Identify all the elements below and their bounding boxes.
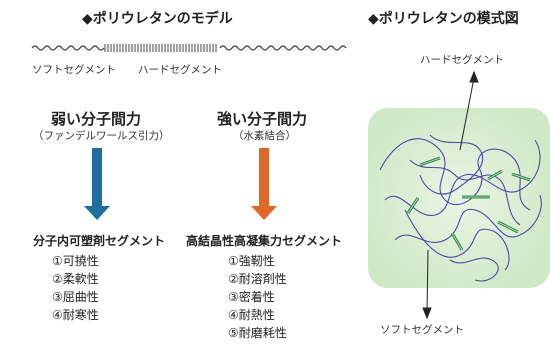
weak-segment-name: 分子内可塑剤セグメント bbox=[33, 234, 166, 248]
strong-force-subtitle: （水素結合） bbox=[233, 130, 296, 142]
soft-segment-callout: ソフトセグメント bbox=[380, 324, 464, 336]
property-item: ②柔軟性 bbox=[52, 272, 99, 286]
property-item: ④耐寒性 bbox=[52, 308, 99, 322]
weak-arrow bbox=[84, 148, 110, 220]
left-title: ◆ポリウレタンのモデル bbox=[82, 11, 233, 27]
property-item: ③密着性 bbox=[228, 290, 275, 304]
property-item: ①強靭性 bbox=[228, 254, 275, 268]
hard-segment-ticks bbox=[104, 44, 217, 52]
soft-segment-chains bbox=[379, 134, 542, 282]
chain-model-line bbox=[31, 45, 105, 51]
weak-force-subtitle: （ファンデルワールス引力） bbox=[33, 130, 170, 142]
property-item: ⑤耐磨耗性 bbox=[228, 326, 287, 340]
property-item: ③屈曲性 bbox=[52, 290, 99, 304]
weak-properties: ①可撓性 ②柔軟性 ③屈曲性 ④耐寒性 bbox=[52, 252, 99, 324]
property-item: ②耐溶剤性 bbox=[228, 272, 287, 286]
weak-force-title: 弱い分子間力 bbox=[51, 110, 142, 128]
soft-segment-label: ソフトセグメント bbox=[32, 64, 116, 76]
strong-properties: ①強靭性 ②耐溶剤性 ③密着性 ④耐熱性 ⑤耐磨耗性 bbox=[228, 252, 287, 342]
strong-arrow bbox=[251, 148, 277, 220]
hard-segment-label: ハードセグメント bbox=[138, 64, 222, 76]
chain-model-line-tail bbox=[219, 45, 347, 51]
property-item: ①可撓性 bbox=[52, 254, 99, 268]
hard-segment-callout: ハードセグメント bbox=[420, 54, 504, 66]
right-title: ◆ポリウレタンの模式図 bbox=[368, 11, 519, 27]
leader-lines bbox=[422, 70, 479, 320]
property-item: ④耐熱性 bbox=[228, 308, 275, 322]
strong-segment-name: 高結晶性高凝集力セグメント bbox=[186, 234, 343, 248]
strong-force-title: 強い分子間力 bbox=[217, 110, 308, 128]
